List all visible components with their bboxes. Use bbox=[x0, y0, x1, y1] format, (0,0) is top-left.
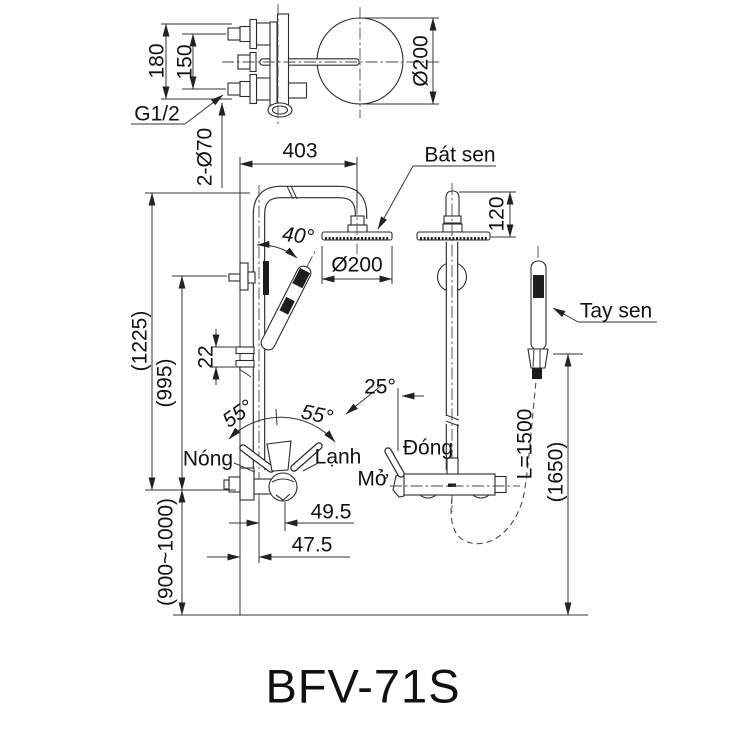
mixer-valve-front bbox=[223, 440, 323, 502]
dim-180: 180 bbox=[146, 43, 169, 78]
dim-hose-length: L=1500 bbox=[514, 409, 537, 480]
label-closed: Đóng bbox=[403, 437, 453, 460]
valve-plan-view bbox=[222, 4, 442, 127]
dim-995: (995) bbox=[154, 358, 177, 407]
valve-wall-flange bbox=[239, 467, 255, 501]
dim-phi200-head: Ø200 bbox=[331, 254, 382, 277]
label-2-phi70: 2-Ø70 bbox=[194, 128, 217, 186]
dim-49-5: 49.5 bbox=[311, 501, 352, 524]
label-tay-sen: Tay sen bbox=[580, 300, 652, 323]
inlet-nut-top bbox=[227, 27, 241, 41]
front-dimensions: 403 Bát sen Ø200 (1225) (995) (900~1000)… bbox=[129, 140, 496, 616]
dim-55-right: 55° bbox=[299, 400, 335, 429]
side-view: 25° Đóng Mở Tay sen 120 L=1500 (1650) bbox=[345, 183, 657, 616]
label-cold: Lạnh bbox=[315, 446, 362, 469]
label-bat-sen: Bát sen bbox=[424, 144, 495, 167]
wall-bracket-front bbox=[239, 262, 249, 291]
dim-403: 403 bbox=[282, 140, 317, 163]
dim-150: 150 bbox=[174, 44, 197, 79]
label-g12: G1/2 bbox=[134, 103, 180, 126]
mixer-valve-side bbox=[384, 447, 520, 499]
dim-900-1000: (900~1000) bbox=[155, 498, 178, 606]
dim-120: 120 bbox=[486, 196, 509, 231]
dim-phi200-top: Ø200 bbox=[410, 35, 433, 86]
hand-shower-front bbox=[260, 248, 317, 351]
plan-dimensions: 180 150 Ø200 G1/2 2-Ø70 bbox=[131, 17, 439, 188]
bracket-screw bbox=[228, 273, 241, 282]
angle-55-arc bbox=[228, 416, 336, 443]
dim-1225: (1225) bbox=[129, 311, 152, 372]
shower-hose bbox=[450, 380, 537, 545]
dim-40deg: 40° bbox=[281, 223, 315, 249]
dim-47-5: 47.5 bbox=[292, 534, 333, 557]
column-connection-oval bbox=[267, 102, 293, 118]
dim-25deg: 25° bbox=[364, 376, 396, 399]
label-open: Mở bbox=[357, 468, 388, 491]
holder-clamp bbox=[263, 261, 269, 295]
valve-spout-front bbox=[268, 472, 298, 502]
dim-22: 22 bbox=[195, 345, 218, 368]
angle-40-arc bbox=[256, 240, 298, 259]
label-hot: Nóng bbox=[183, 448, 233, 471]
dim-1650: (1650) bbox=[545, 442, 568, 503]
hand-shower-side bbox=[527, 246, 549, 379]
model-title: BFV-71S bbox=[265, 660, 460, 713]
inlet-nut-bottom bbox=[227, 82, 241, 96]
dim-55-left: 55° bbox=[218, 395, 257, 432]
